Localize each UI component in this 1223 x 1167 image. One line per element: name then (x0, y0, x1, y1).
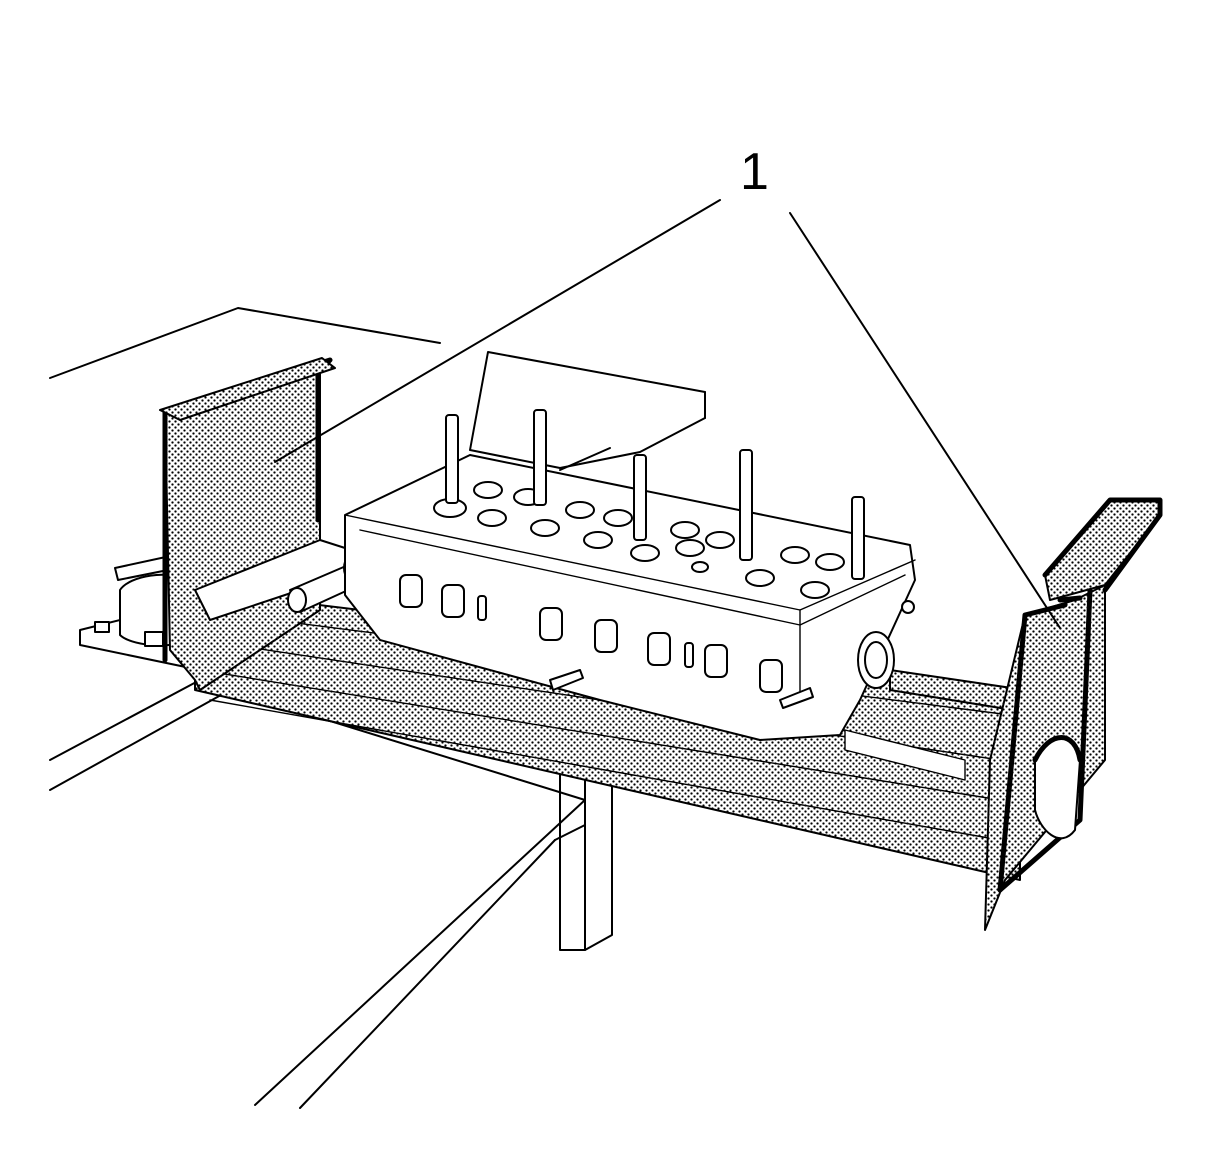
workbench (49, 307, 706, 1109)
left-bracket (159, 357, 373, 691)
callout-label: 1 (740, 143, 769, 201)
right-bracket (984, 497, 1163, 931)
cylinder-head (344, 409, 916, 741)
callout-leaders (274, 199, 1061, 629)
